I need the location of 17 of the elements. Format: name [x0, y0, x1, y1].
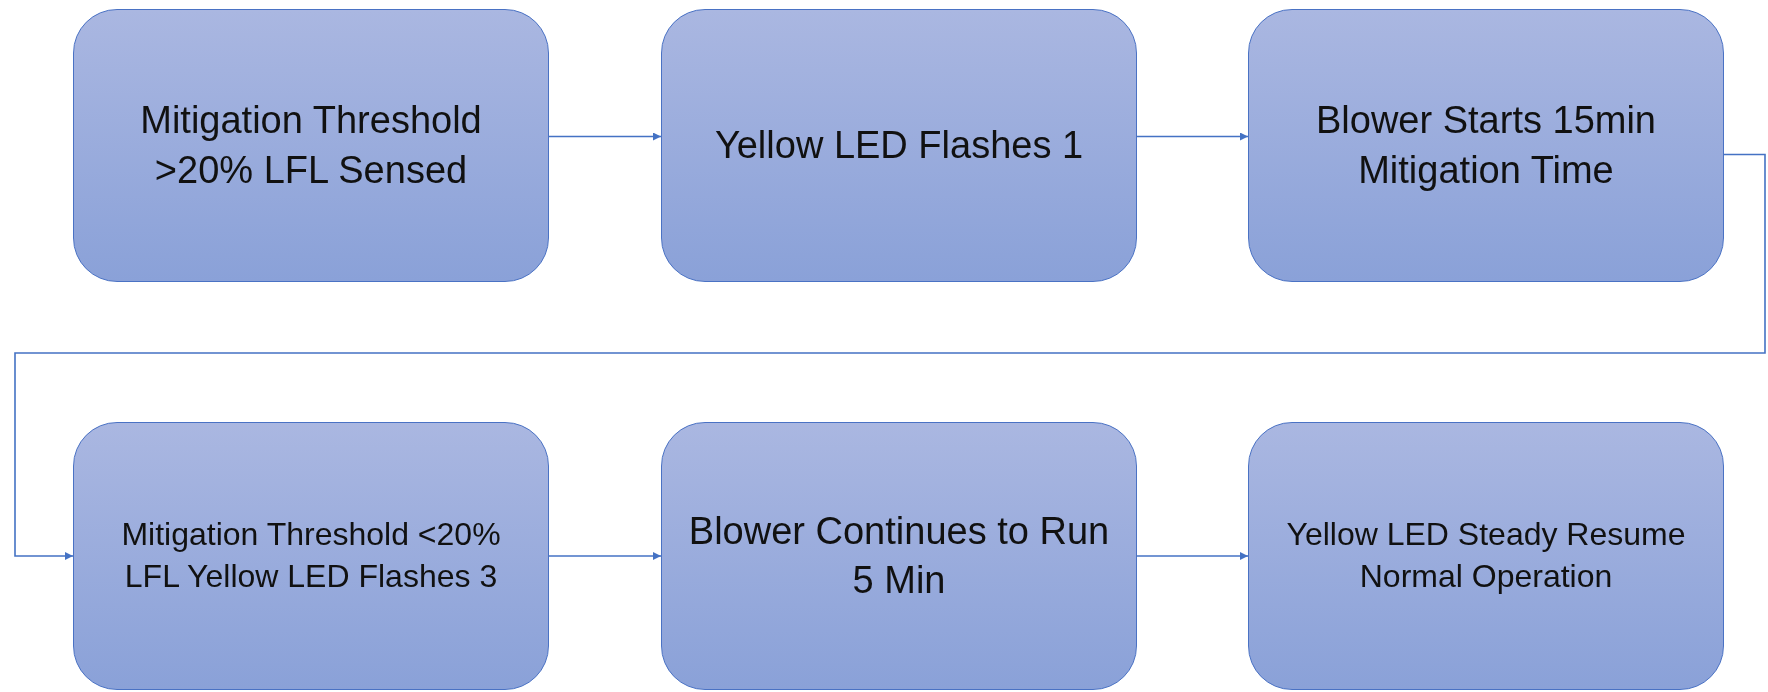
box-label: Yellow LED Flashes 1 — [714, 122, 1084, 168]
process-box — [1248, 422, 1724, 690]
box-label: Blower Continues to Run 5 Min — [687, 508, 1111, 603]
box-label: Mitigation Threshold >20% LFL Sensed — [139, 98, 483, 193]
box-label: Blower Starts 15min Mitigation Time — [1315, 98, 1657, 193]
process-box — [1248, 9, 1724, 282]
box-label: Yellow LED Steady Resume Normal Operation — [1285, 515, 1687, 596]
arrow — [1136, 132, 1249, 141]
process-box — [661, 422, 1137, 690]
arrow — [1136, 552, 1249, 560]
box-label: Mitigation Threshold <20% LFL Yellow LED Flashes 3 — [120, 515, 502, 596]
process-box — [73, 422, 549, 690]
process-box — [661, 9, 1137, 282]
arrow — [548, 552, 662, 560]
arrow — [548, 132, 662, 141]
arrow — [14, 153, 1766, 560]
process-box — [73, 9, 549, 282]
